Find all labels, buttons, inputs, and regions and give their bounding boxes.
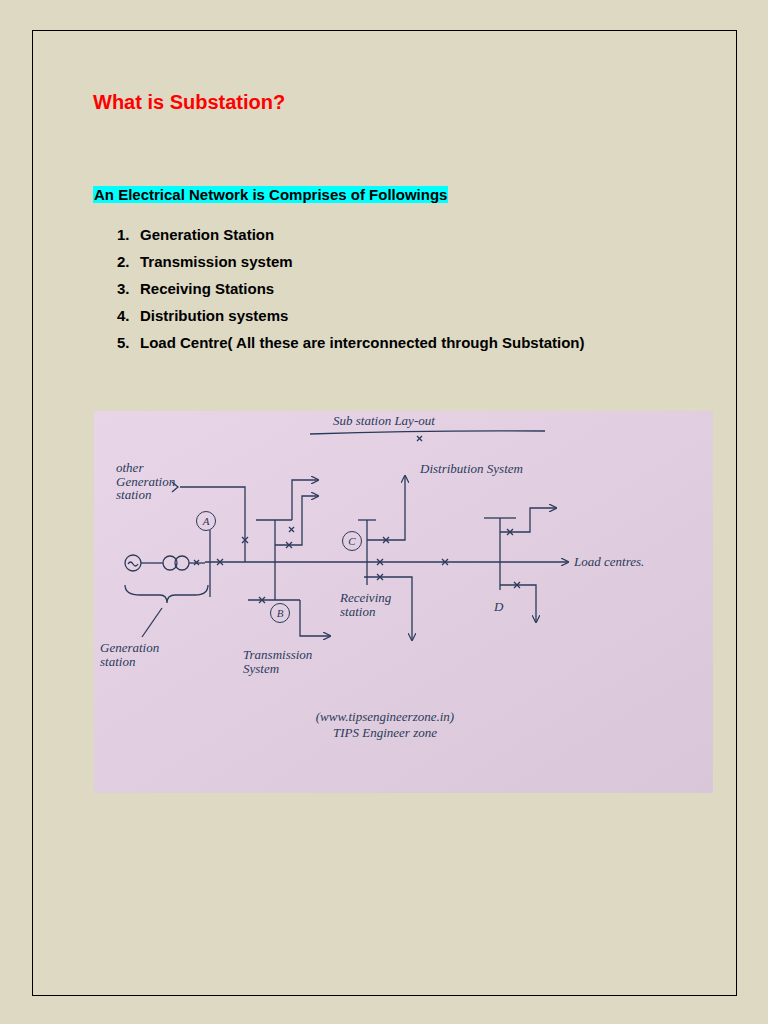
drawing-stroke (217, 559, 223, 565)
drawing-stroke (209, 530, 210, 597)
callout-letter: A (203, 516, 210, 527)
drawing-stroke (300, 600, 330, 636)
source-label: other Generation station (116, 461, 178, 502)
callout-circle: B (270, 603, 290, 623)
drawing-stroke (125, 555, 141, 571)
drawing-stroke (275, 496, 318, 545)
list-item: Generation Station (140, 226, 274, 243)
drawing-stroke (377, 559, 383, 565)
page-title: What is Substation? (93, 91, 285, 114)
drawing-stroke (142, 608, 162, 637)
callout-letter: C (348, 536, 355, 547)
drawing-stroke (141, 562, 163, 563)
drawing-stroke (484, 517, 516, 518)
list-item: Load Centre( All these are interconnecte… (140, 334, 585, 351)
watermark: (www.tipsengineerzone.in) (300, 710, 470, 724)
drawing-stroke (292, 480, 318, 520)
wiring (125, 431, 568, 640)
list-item: Receiving Stations (140, 280, 274, 297)
drawing-stroke (175, 556, 189, 570)
drawing-stroke (286, 542, 292, 548)
branch-label: Distribution System (420, 462, 523, 476)
drawing-stroke (242, 537, 248, 543)
drawing-stroke (274, 520, 275, 600)
station-label: Receiving station (340, 591, 404, 618)
station-label: Generation station (100, 641, 172, 668)
drawing-stroke (194, 560, 199, 565)
drawing-stroke (514, 582, 520, 588)
drawing-stroke (310, 431, 545, 434)
diagram-title: Sub station Lay-out (333, 414, 435, 428)
drawing-stroke (500, 585, 536, 622)
drawing-stroke (383, 537, 389, 543)
drawing-stroke (256, 519, 292, 520)
drawing-stroke (366, 520, 367, 585)
drawing-stroke (500, 508, 556, 532)
drawing-stroke (367, 476, 405, 540)
list-number: 3. (117, 280, 130, 297)
photo-paper (94, 411, 713, 793)
drawing-stroke (507, 529, 513, 535)
list-item: Distribution systems (140, 307, 288, 324)
callout-circle: A (196, 511, 216, 531)
drawing-stroke (180, 487, 245, 562)
drawing-stroke (205, 561, 568, 562)
drawing-stroke (125, 585, 208, 603)
drawing-stroke (248, 599, 300, 600)
watermark: TIPS Engineer zone (300, 726, 470, 740)
callout-letter: D (494, 600, 503, 614)
drawing-stroke (289, 527, 294, 532)
drawing-stroke (128, 562, 138, 566)
drawing-stroke (377, 574, 383, 580)
section-heading: An Electrical Network is Comprises of Fo… (93, 186, 448, 203)
list-number: 1. (117, 226, 130, 243)
callout-circle: C (342, 531, 362, 551)
list-number: 5. (117, 334, 130, 351)
drawing-stroke (499, 518, 500, 590)
list-item: Transmission system (140, 253, 293, 270)
drawing-stroke (417, 436, 422, 441)
list-number: 2. (117, 253, 130, 270)
system-label: Transmission System (243, 648, 335, 675)
drawing-stroke (442, 559, 448, 565)
callout-letter: B (277, 608, 284, 619)
drawing-stroke (259, 597, 265, 603)
load-label: Load centres. (574, 555, 644, 569)
drawing-stroke (358, 519, 376, 520)
list-number: 4. (117, 307, 130, 324)
